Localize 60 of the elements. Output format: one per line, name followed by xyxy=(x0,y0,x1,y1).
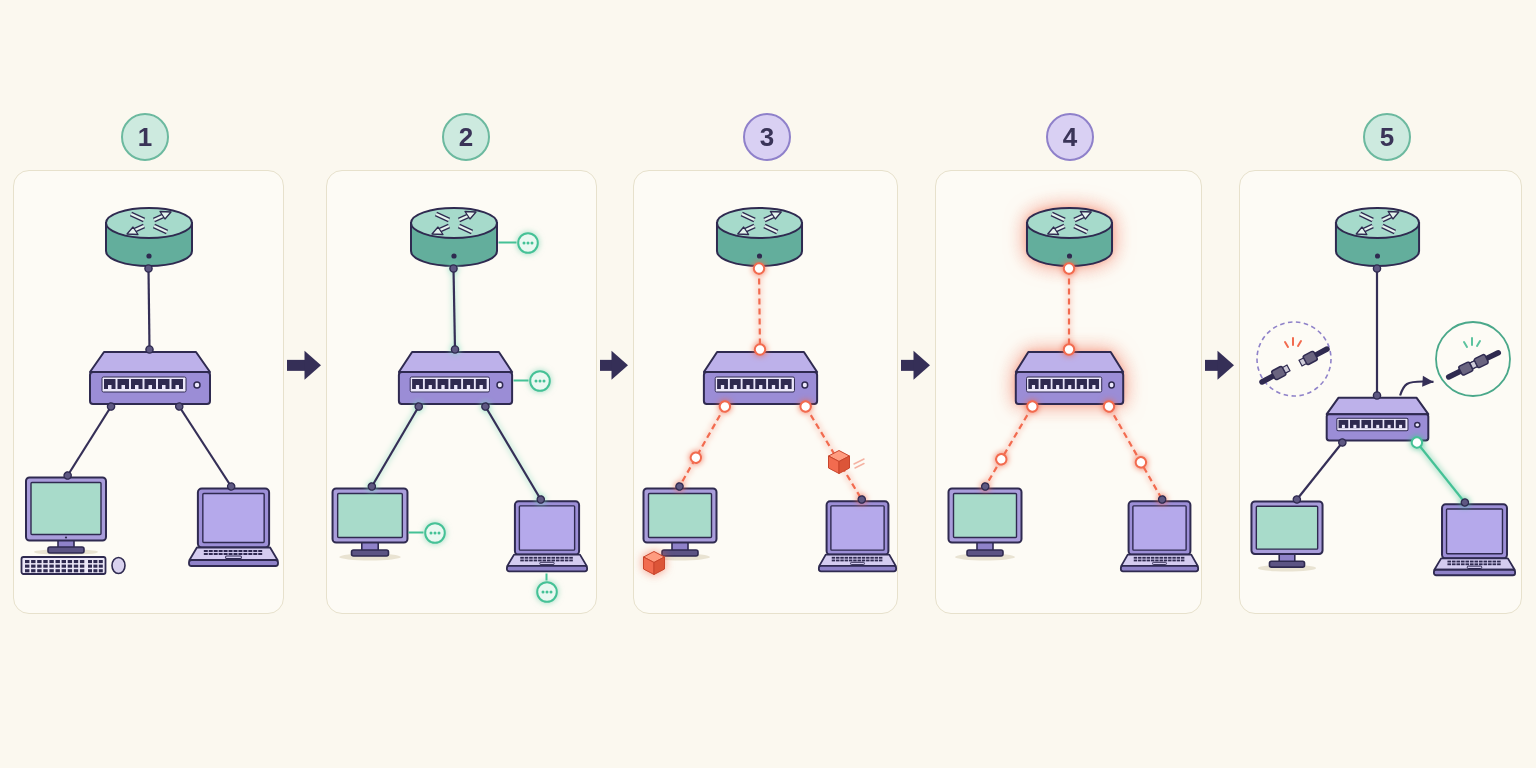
desktop-computer-icon xyxy=(946,486,1023,561)
connection-line xyxy=(799,400,867,504)
connection-line xyxy=(1062,262,1076,356)
connection-line xyxy=(63,402,116,480)
more-dots-icon xyxy=(516,231,539,254)
connector-line xyxy=(407,531,425,534)
router-icon xyxy=(103,204,194,269)
network-switch-icon xyxy=(396,349,514,407)
connection-line xyxy=(449,264,460,354)
desktop-computer-icon xyxy=(19,475,127,576)
step-panel xyxy=(13,170,284,614)
step-number: 3 xyxy=(743,113,791,161)
step-panel xyxy=(326,170,597,614)
connection-line xyxy=(481,402,546,504)
disconnected-cable-icon xyxy=(1254,319,1333,398)
router-icon xyxy=(714,204,804,269)
connection-line xyxy=(144,264,154,354)
connection-line xyxy=(752,262,767,356)
connected-cable-icon xyxy=(1433,319,1512,398)
network-switch-icon xyxy=(701,349,819,407)
step-number: 4 xyxy=(1046,113,1094,161)
router-icon xyxy=(408,204,499,269)
step-panel xyxy=(935,170,1202,614)
step-number: 1 xyxy=(121,113,169,161)
network-switch-icon xyxy=(87,349,212,407)
more-dots-icon xyxy=(535,580,558,603)
step-panel xyxy=(1239,170,1522,614)
step-arrow xyxy=(287,350,321,380)
more-dots-icon xyxy=(528,369,551,392)
connection-line xyxy=(1410,436,1470,507)
connection-line xyxy=(1292,438,1347,504)
laptop-icon xyxy=(187,486,279,569)
laptop-icon xyxy=(817,499,897,574)
laptop-icon xyxy=(505,499,588,574)
connection-line xyxy=(367,402,424,491)
router-icon xyxy=(1024,204,1114,269)
connection-line xyxy=(174,402,236,491)
connection-line xyxy=(1102,400,1167,504)
laptop-icon xyxy=(1119,499,1199,574)
step-arrow xyxy=(600,350,628,380)
step-number: 2 xyxy=(442,113,490,161)
connector-line xyxy=(545,572,548,582)
connection-line xyxy=(981,400,1039,491)
connector-line xyxy=(497,241,518,244)
desktop-computer-icon xyxy=(330,486,409,561)
desktop-computer-icon xyxy=(1249,499,1324,572)
network-switch-icon xyxy=(1013,349,1125,407)
connector-line xyxy=(512,379,530,382)
curved-arrow xyxy=(1399,375,1434,396)
connection-line xyxy=(1372,264,1382,400)
step-panel xyxy=(633,170,898,614)
connection-line xyxy=(675,400,731,491)
desktop-computer-icon xyxy=(641,486,718,561)
step-arrow xyxy=(901,350,930,380)
router-icon xyxy=(1333,204,1421,269)
laptop-icon xyxy=(1432,502,1516,578)
step-arrow xyxy=(1205,350,1234,380)
more-dots-icon xyxy=(423,521,446,544)
network-switch-icon xyxy=(1324,395,1430,443)
step-number: 5 xyxy=(1363,113,1411,161)
